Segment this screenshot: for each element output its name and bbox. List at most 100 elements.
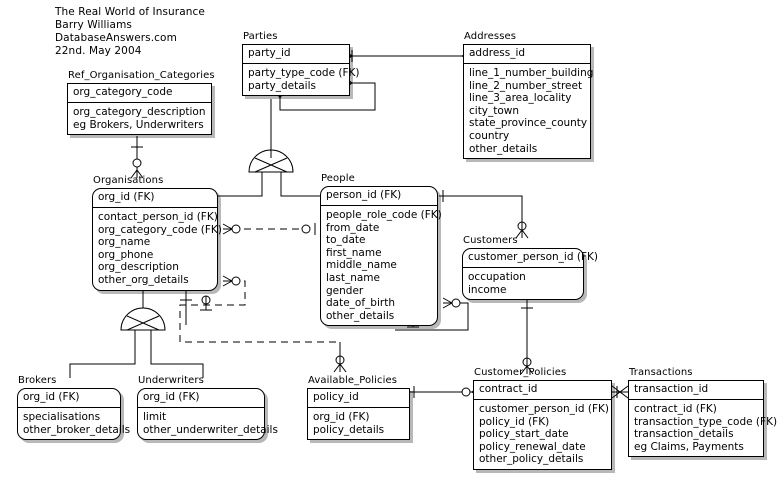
pk-ref-organisation-categories: org_category_code bbox=[68, 84, 211, 103]
attr: policy_start_date bbox=[479, 428, 569, 441]
attrs-organisations: contact_person_id (FK) org_category_code… bbox=[93, 208, 222, 290]
entity-parties[interactable]: Parties party_id party_type_code (FK) pa… bbox=[242, 31, 360, 97]
attr: org_category_code (FK) bbox=[98, 223, 222, 236]
attrs-parties: party_type_code (FK) party_details bbox=[243, 64, 360, 95]
subtype-symbol-organisations bbox=[120, 307, 166, 331]
entity-ref-organisation-categories[interactable]: Ref_Organisation_Categories org_category… bbox=[67, 70, 215, 136]
attr: other_details bbox=[469, 142, 538, 155]
entity-name-ref-organisation-categories: Ref_Organisation_Categories bbox=[68, 70, 215, 81]
entity-name-customers: Customers bbox=[463, 235, 518, 246]
attr: other_underwriter_details bbox=[143, 423, 278, 436]
crowfoot-available-policies-top bbox=[333, 352, 347, 373]
crowfoot-organisations-right-2 bbox=[222, 275, 241, 287]
attr: gender bbox=[326, 284, 364, 297]
attr: eg Claims, Payments bbox=[634, 440, 744, 453]
line-subtype-organisations bbox=[218, 172, 263, 197]
entity-name-customer-policies: Customer_Policies bbox=[474, 367, 567, 378]
entity-name-addresses: Addresses bbox=[464, 31, 517, 42]
attrs-people: people_role_code (FK) from_date to_date … bbox=[321, 206, 442, 325]
attrs-transactions: contract_id (FK) transaction_type_code (… bbox=[629, 400, 778, 456]
attr: limit bbox=[143, 411, 167, 423]
entity-people[interactable]: People person_id (FK) people_role_code (… bbox=[320, 173, 442, 327]
entity-name-underwriters: Underwriters bbox=[138, 375, 204, 386]
pk-people: person_id (FK) bbox=[321, 187, 437, 206]
pk-addresses: address_id bbox=[464, 45, 590, 64]
attr: date_of_birth bbox=[326, 297, 395, 310]
crowfoot-people-right bbox=[442, 297, 461, 309]
attrs-underwriters: limit other_underwriter_details bbox=[138, 408, 278, 439]
attr: org_id (FK) bbox=[313, 411, 370, 423]
entity-name-parties: Parties bbox=[243, 31, 278, 42]
crowfoot-customers-top bbox=[515, 218, 529, 239]
entity-name-brokers: Brokers bbox=[18, 375, 57, 386]
diagram-title: The Real World of Insurance bbox=[55, 6, 205, 18]
attr: other_broker_details bbox=[23, 423, 131, 436]
attr: other_details bbox=[326, 309, 395, 322]
attr: party_details bbox=[248, 79, 316, 92]
attr: transaction_type_code (FK) bbox=[634, 415, 778, 428]
attrs-available-policies: org_id (FK) policy_details bbox=[308, 408, 409, 439]
attr: specialisations bbox=[23, 411, 101, 423]
attr: to_date bbox=[326, 234, 366, 247]
attr: policy_details bbox=[313, 423, 385, 436]
entity-available-policies[interactable]: Available_Policies policy_id org_id (FK)… bbox=[307, 375, 410, 441]
rel-marker-people-left bbox=[301, 223, 316, 235]
line-subtype-people bbox=[280, 172, 320, 197]
attr: party_type_code (FK) bbox=[248, 67, 360, 79]
attrs-addresses: line_1_number_building line_2_number_str… bbox=[464, 64, 594, 158]
pk-organisations: org_id (FK) bbox=[93, 189, 217, 208]
pk-transactions: transaction_id bbox=[629, 381, 763, 400]
attr: line_1_number_building bbox=[469, 67, 594, 79]
attr: org_name bbox=[98, 236, 151, 249]
diagram-author: Barry Williams bbox=[55, 19, 132, 31]
attr: org_description bbox=[98, 261, 179, 274]
attr: eg Brokers, Underwriters bbox=[73, 118, 204, 131]
line-subtype-brokers bbox=[69, 330, 136, 378]
attr: line_2_number_street bbox=[469, 79, 583, 92]
attr: contact_person_id (FK) bbox=[98, 211, 218, 223]
entity-addresses[interactable]: Addresses address_id line_1_number_build… bbox=[463, 31, 594, 160]
entity-transactions[interactable]: Transactions transaction_id contract_id … bbox=[628, 367, 778, 458]
attr: transaction_details bbox=[634, 428, 734, 441]
pk-customers: customer_person_id (FK) bbox=[463, 249, 598, 268]
attr: middle_name bbox=[326, 259, 397, 272]
attr: other_org_details bbox=[98, 273, 189, 286]
attr: contract_id (FK) bbox=[634, 403, 717, 415]
pk-underwriters: org_id (FK) bbox=[138, 389, 264, 408]
attr: last_name bbox=[326, 271, 380, 284]
attr: occupation bbox=[468, 271, 526, 283]
attr: policy_id (FK) bbox=[479, 415, 550, 428]
line-people-customers bbox=[439, 195, 523, 222]
attr: income bbox=[468, 283, 507, 296]
attrs-customers: occupation income bbox=[463, 268, 583, 299]
diagram-source: DatabaseAnswers.com bbox=[55, 32, 177, 44]
entity-name-available-policies: Available_Policies bbox=[308, 375, 398, 386]
entity-brokers[interactable]: Brokers org_id (FK) specialisations othe… bbox=[17, 375, 131, 441]
pk-customer-policies: contract_id bbox=[474, 381, 611, 400]
entity-underwriters[interactable]: Underwriters org_id (FK) limit other_und… bbox=[137, 375, 278, 441]
entity-customers[interactable]: Customers customer_person_id (FK) occupa… bbox=[462, 235, 598, 301]
subtype-symbol-parties bbox=[248, 149, 294, 173]
attr: line_3_area_locality bbox=[469, 92, 572, 105]
attr: from_date bbox=[326, 221, 380, 234]
attr: people_role_code (FK) bbox=[326, 209, 442, 221]
attr: org_category_description bbox=[73, 106, 206, 118]
attr: other_policy_details bbox=[479, 453, 584, 466]
diagram-date: 22nd. May 2004 bbox=[55, 45, 142, 57]
attr: org_phone bbox=[98, 248, 154, 261]
attrs-ref-organisation-categories: org_category_description eg Brokers, Und… bbox=[68, 103, 211, 134]
pk-parties: party_id bbox=[243, 45, 349, 64]
pk-available-policies: policy_id bbox=[308, 389, 409, 408]
entity-name-people: People bbox=[321, 173, 355, 184]
entity-organisations[interactable]: Organisations org_id (FK) contact_person… bbox=[92, 175, 222, 291]
entity-customer-policies[interactable]: Customer_Policies contract_id customer_p… bbox=[473, 367, 612, 470]
attr: country bbox=[469, 129, 510, 142]
rel-marker-transactions-left bbox=[611, 385, 629, 399]
attr: state_province_county bbox=[469, 117, 588, 130]
attrs-customer-policies: customer_person_id (FK) policy_id (FK) p… bbox=[474, 400, 611, 469]
attr: first_name bbox=[326, 246, 382, 259]
diagram-title-block: The Real World of Insurance Barry Willia… bbox=[55, 6, 205, 58]
rel-marker-organisations-bottom-2 bbox=[200, 295, 212, 311]
attrs-brokers: specialisations other_broker_details bbox=[18, 408, 131, 439]
